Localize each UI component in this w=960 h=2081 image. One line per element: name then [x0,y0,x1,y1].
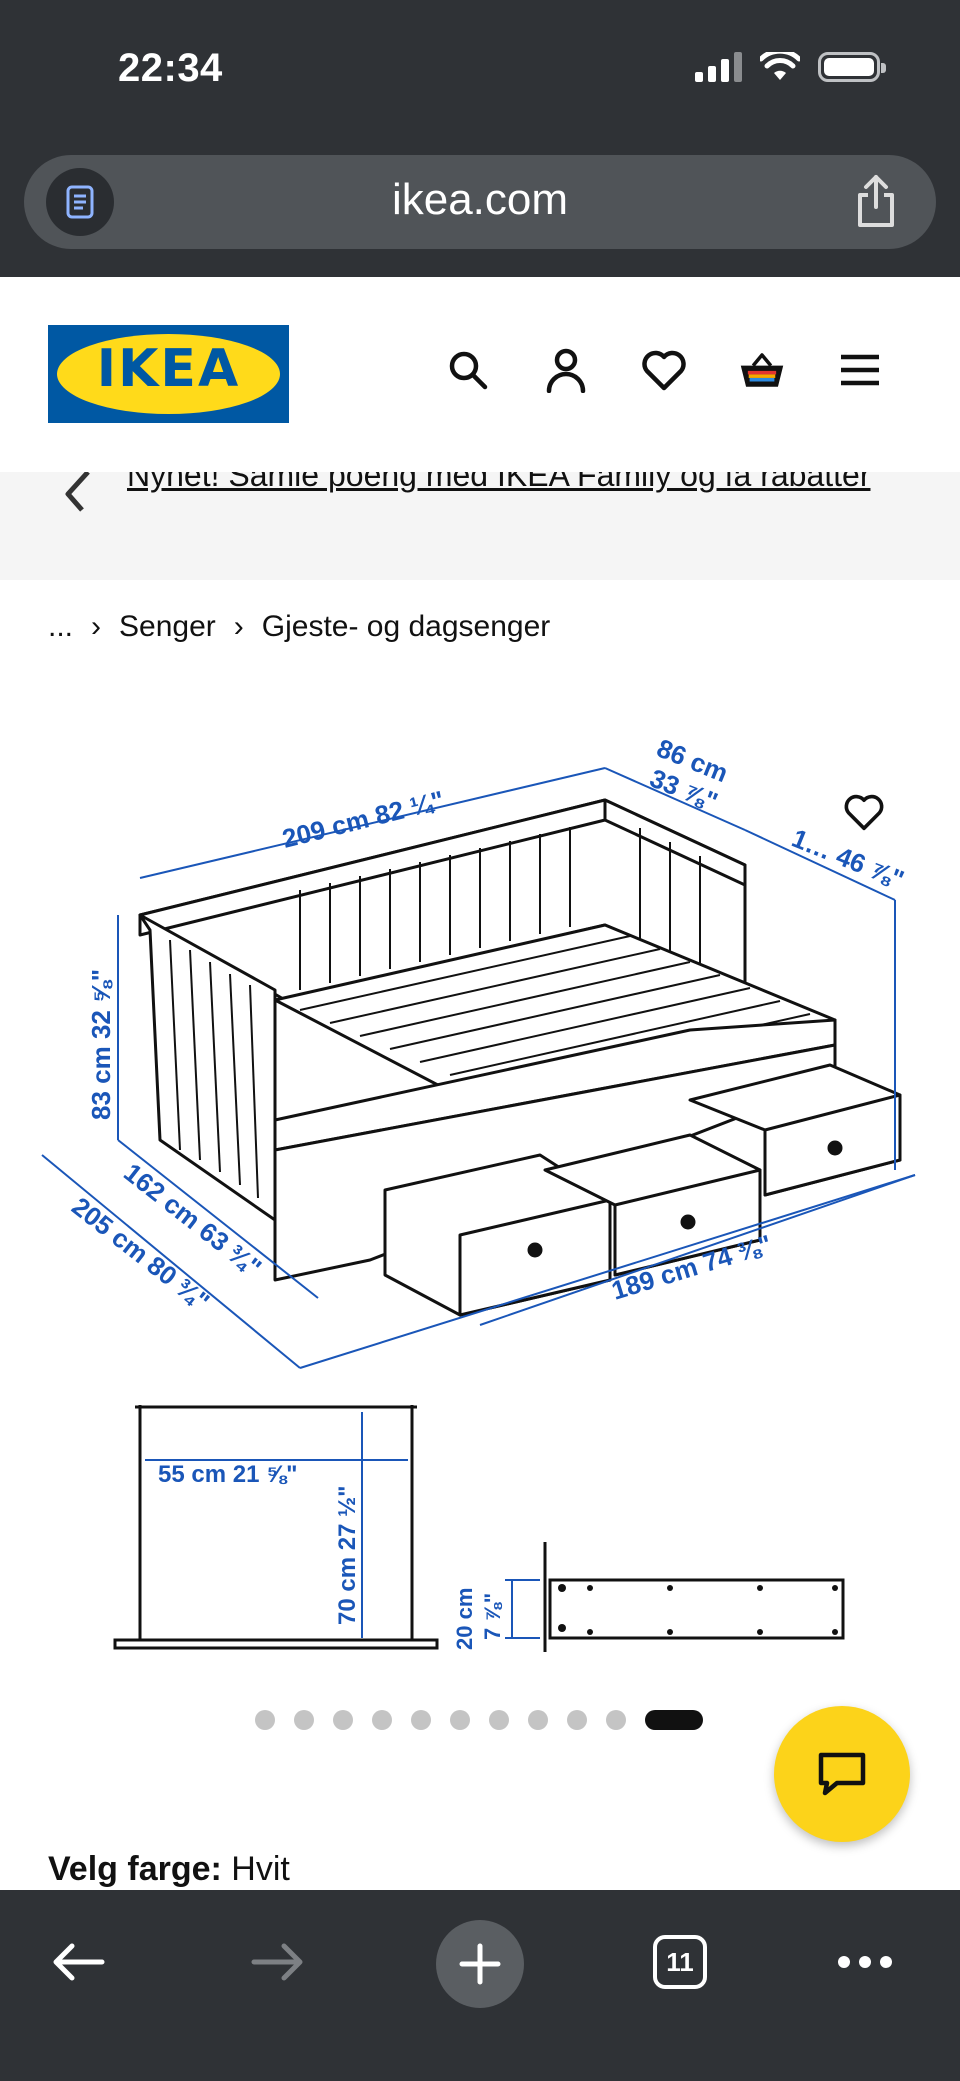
dimension-width-top: 209 cm 82 ¼" [279,785,447,854]
plus-icon [459,1943,501,1985]
arrow-right-icon [251,1943,303,1981]
profile-icon[interactable] [543,347,589,393]
more-button[interactable] [825,1922,905,2002]
dimension-drawer-width: 55 cm 21 ⅝" [158,1461,297,1488]
carousel-dot[interactable] [333,1710,353,1730]
carousel-dot[interactable] [372,1710,392,1730]
image-carousel-dots [255,1710,703,1730]
chat-button[interactable] [774,1706,910,1842]
chat-bubble-icon [818,1752,866,1796]
status-time: 22:34 [118,46,223,90]
menu-icon[interactable] [837,347,883,393]
dimension-drawer-height: 70 cm 27 ½" [334,1486,361,1625]
color-select-title: Velg farge: [48,1850,222,1888]
chevron-right-icon: › [91,610,102,643]
url-text[interactable]: ikea.com [391,175,569,224]
color-select-label: Velg farge: Hvit [48,1850,290,1889]
address-bar[interactable]: ikea.com [24,155,936,249]
cellular-signal-icon [695,52,742,82]
carousel-dot-active[interactable] [645,1710,703,1730]
logo-oval [57,334,280,414]
carousel-dot[interactable] [528,1710,548,1730]
dimension-height-left: 83 cm 32 ⅝" [86,969,116,1120]
arrow-left-icon [53,1943,105,1981]
breadcrumb-item-gjeste-og-dagsenger[interactable]: Gjeste- og dagsenger [261,610,551,643]
promo-chevron-icon [65,472,90,512]
battery-icon [818,52,886,82]
breadcrumb-item-senger[interactable]: Senger [119,610,216,643]
reader-mode-button[interactable] [46,168,114,236]
dimension-side-height-in: 7 ⅞" [480,1593,505,1640]
search-icon[interactable] [445,347,491,393]
status-icons [695,52,886,82]
back-button[interactable] [38,1922,118,2002]
tabs-button[interactable]: 11 [640,1922,720,2002]
carousel-dot[interactable] [411,1710,431,1730]
more-dots-icon [838,1956,892,1968]
page-menu-icon [66,185,94,219]
product-dimension-image[interactable]: 209 cm 82 ¼" 86 cm 33 ⅞" 1… 46 ⅞" 83 cm … [0,700,960,1700]
new-tab-button[interactable] [436,1920,524,2008]
add-to-favourites-button[interactable] [837,785,891,839]
heart-icon [844,794,884,831]
logo-text: IKEA [96,339,241,399]
carousel-dot[interactable] [567,1710,587,1730]
chevron-right-icon: › [233,610,244,643]
promo-link[interactable]: Nyhet! Samle poeng med IKEA Family og få… [127,472,871,493]
browser-top-chrome: 22:34 ikea.com [0,0,960,277]
promo-banner: Nyhet! Samle poeng med IKEA Family og få… [0,472,960,580]
share-icon[interactable] [852,173,900,229]
breadcrumb-ellipsis[interactable]: ... [48,610,74,643]
site-header: IKEA [0,277,960,472]
forward-button[interactable] [238,1922,318,2002]
ikea-logo[interactable]: IKEA [48,325,289,423]
shopping-basket-icon[interactable] [739,347,785,393]
browser-bottom-toolbar: 11 [0,1890,960,2081]
carousel-dot[interactable] [450,1710,470,1730]
color-select-value: Hvit [231,1850,290,1888]
wifi-icon [760,52,800,80]
carousel-dot[interactable] [255,1710,275,1730]
dimension-side-height-cm: 20 cm [452,1588,477,1650]
carousel-dot[interactable] [606,1710,626,1730]
header-icons [445,347,883,393]
carousel-dot[interactable] [489,1710,509,1730]
favourites-icon[interactable] [641,347,687,393]
breadcrumb: ... › Senger › Gjeste- og dagsenger [48,610,550,644]
tabs-count: 11 [653,1935,707,1989]
carousel-dot[interactable] [294,1710,314,1730]
